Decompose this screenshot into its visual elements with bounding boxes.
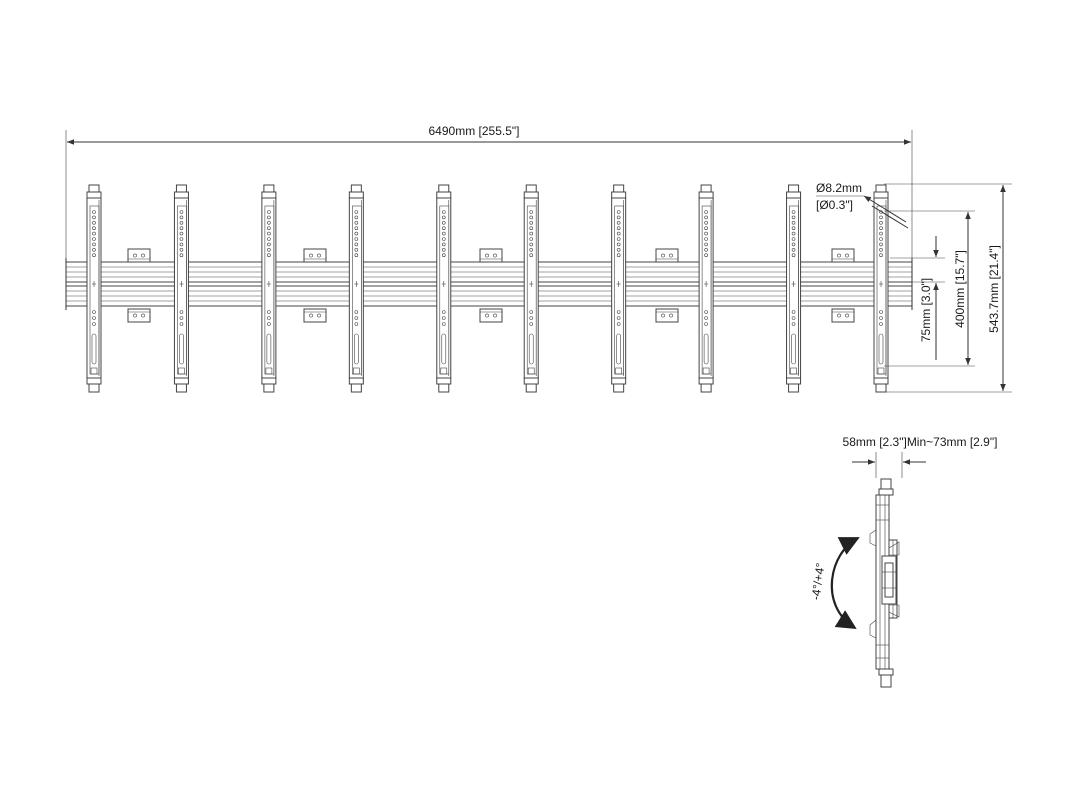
tilt-arrow <box>830 537 860 630</box>
front-view <box>65 184 913 393</box>
upright <box>698 184 714 393</box>
upright <box>786 184 802 393</box>
horizontal-rails <box>65 258 913 310</box>
wall-bracket <box>127 248 151 263</box>
wall-bracket <box>479 248 503 263</box>
wall-bracket <box>831 248 855 263</box>
overall-width-label: 6490mm [255.5"] <box>429 124 520 138</box>
wall-bracket <box>655 248 679 263</box>
wall-bracket <box>479 308 503 323</box>
rail-spacing-dimension: 75mm [3.0"] <box>890 236 945 360</box>
upright <box>86 184 102 393</box>
upright <box>261 184 277 393</box>
vesa-height-dimension: 400mm [15.7"] <box>884 210 975 367</box>
wall-bracket <box>655 308 679 323</box>
overall-height-dimension: 543.7mm [21.4"] <box>884 183 1012 393</box>
upright <box>523 184 539 393</box>
overall-width-dimension: 6490mm [255.5"] <box>65 124 913 258</box>
upright <box>348 184 364 393</box>
side-view: 58mm [2.3"]Min~73mm [2.9"] <box>809 435 998 688</box>
wall-bracket <box>303 308 327 323</box>
vertical-uprights <box>86 184 889 393</box>
depth-label: 58mm [2.3"]Min~73mm [2.9"] <box>843 435 998 449</box>
wall-bracket <box>831 308 855 323</box>
overall-height-label: 543.7mm [21.4"] <box>987 245 1001 333</box>
tilt-label: -4°/+4° <box>809 562 828 601</box>
hole-diameter-callout: Ø8.2mm [Ø0.3"] <box>816 181 909 229</box>
wall-bracket <box>127 308 151 323</box>
upright <box>436 184 452 393</box>
rail-spacing-label: 75mm [3.0"] <box>919 278 933 342</box>
upright <box>873 184 889 393</box>
vesa-height-label: 400mm [15.7"] <box>953 250 967 328</box>
upright <box>611 184 627 393</box>
wall-bracket <box>303 248 327 263</box>
hole-diameter-label-in: [Ø0.3"] <box>816 198 853 212</box>
wall-brackets <box>127 248 855 323</box>
upright <box>173 184 189 393</box>
hole-diameter-label-mm: Ø8.2mm <box>816 181 862 195</box>
